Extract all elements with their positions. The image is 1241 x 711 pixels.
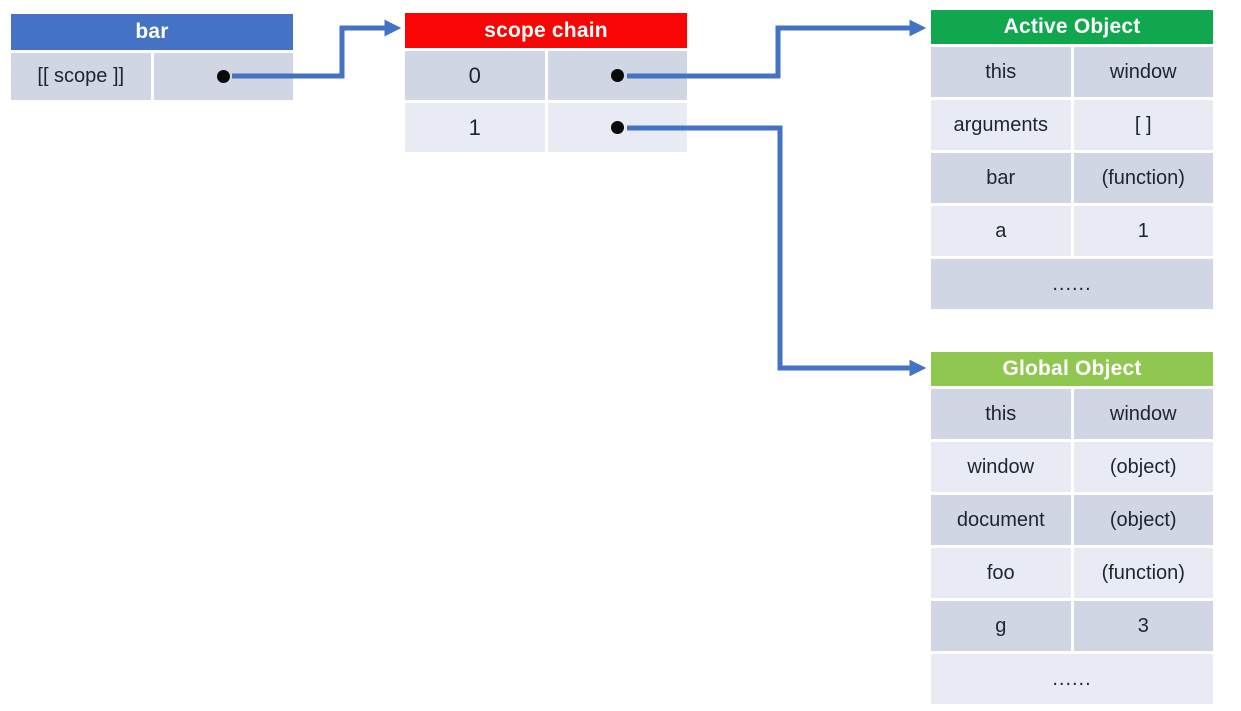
bar-scope-value-cell (153, 53, 293, 100)
property-key-cell: a (931, 206, 1071, 256)
active-object-table-title: Active Object (931, 10, 1213, 44)
table-row: this window (931, 389, 1213, 439)
property-key-cell: this (931, 47, 1071, 97)
property-key-cell: arguments (931, 100, 1071, 150)
table-row: g 3 (931, 601, 1213, 651)
ellipsis-row: ...... (931, 654, 1213, 704)
bar-function-table: bar [[ scope ]] (11, 14, 293, 100)
pointer-bullet-icon (610, 69, 624, 82)
property-key-cell: document (931, 495, 1071, 545)
property-key-cell: window (931, 442, 1071, 492)
arrow-scope1-to-global-object (627, 125, 927, 377)
property-value-cell: window (1073, 47, 1213, 97)
table-row: arguments [ ] (931, 100, 1213, 150)
active-object-table: Active Object this window arguments [ ] … (931, 10, 1213, 309)
property-value-cell: (function) (1073, 548, 1213, 598)
table-row: foo (function) (931, 548, 1213, 598)
pointer-bullet-icon (216, 70, 230, 83)
property-value-cell: 3 (1073, 601, 1213, 651)
scope-index-0-cell: 0 (405, 51, 545, 100)
property-key-cell: g (931, 601, 1071, 651)
table-row: ...... (931, 654, 1213, 704)
property-key-cell: foo (931, 548, 1071, 598)
table-row: document (object) (931, 495, 1213, 545)
property-key-cell: this (931, 389, 1071, 439)
property-value-cell: (function) (1073, 153, 1213, 203)
property-value-cell: (object) (1073, 495, 1213, 545)
table-row: bar (function) (931, 153, 1213, 203)
property-key-cell: bar (931, 153, 1071, 203)
table-row: [[ scope ]] (11, 53, 293, 100)
property-value-cell: (object) (1073, 442, 1213, 492)
pointer-bullet-icon (610, 121, 624, 134)
global-object-table-title: Global Object (931, 352, 1213, 386)
scope-index-1-pointer-cell (547, 103, 687, 152)
table-row: a 1 (931, 206, 1213, 256)
scope-index-1-cell: 1 (405, 103, 545, 152)
bar-table-title: bar (11, 14, 293, 50)
table-row: ...... (931, 259, 1213, 309)
table-row: window (object) (931, 442, 1213, 492)
table-row: 1 (405, 103, 687, 152)
property-value-cell: window (1073, 389, 1213, 439)
ellipsis-row: ...... (931, 259, 1213, 309)
scope-chain-table-title: scope chain (405, 13, 687, 48)
property-value-cell: 1 (1073, 206, 1213, 256)
table-row: 0 (405, 51, 687, 100)
scope-index-0-pointer-cell (547, 51, 687, 100)
table-row: this window (931, 47, 1213, 97)
global-object-table: Global Object this window window (object… (931, 352, 1213, 704)
bar-scope-key-cell: [[ scope ]] (11, 53, 151, 100)
property-value-cell: [ ] (1073, 100, 1213, 150)
scope-chain-table: scope chain 0 1 (405, 13, 687, 152)
